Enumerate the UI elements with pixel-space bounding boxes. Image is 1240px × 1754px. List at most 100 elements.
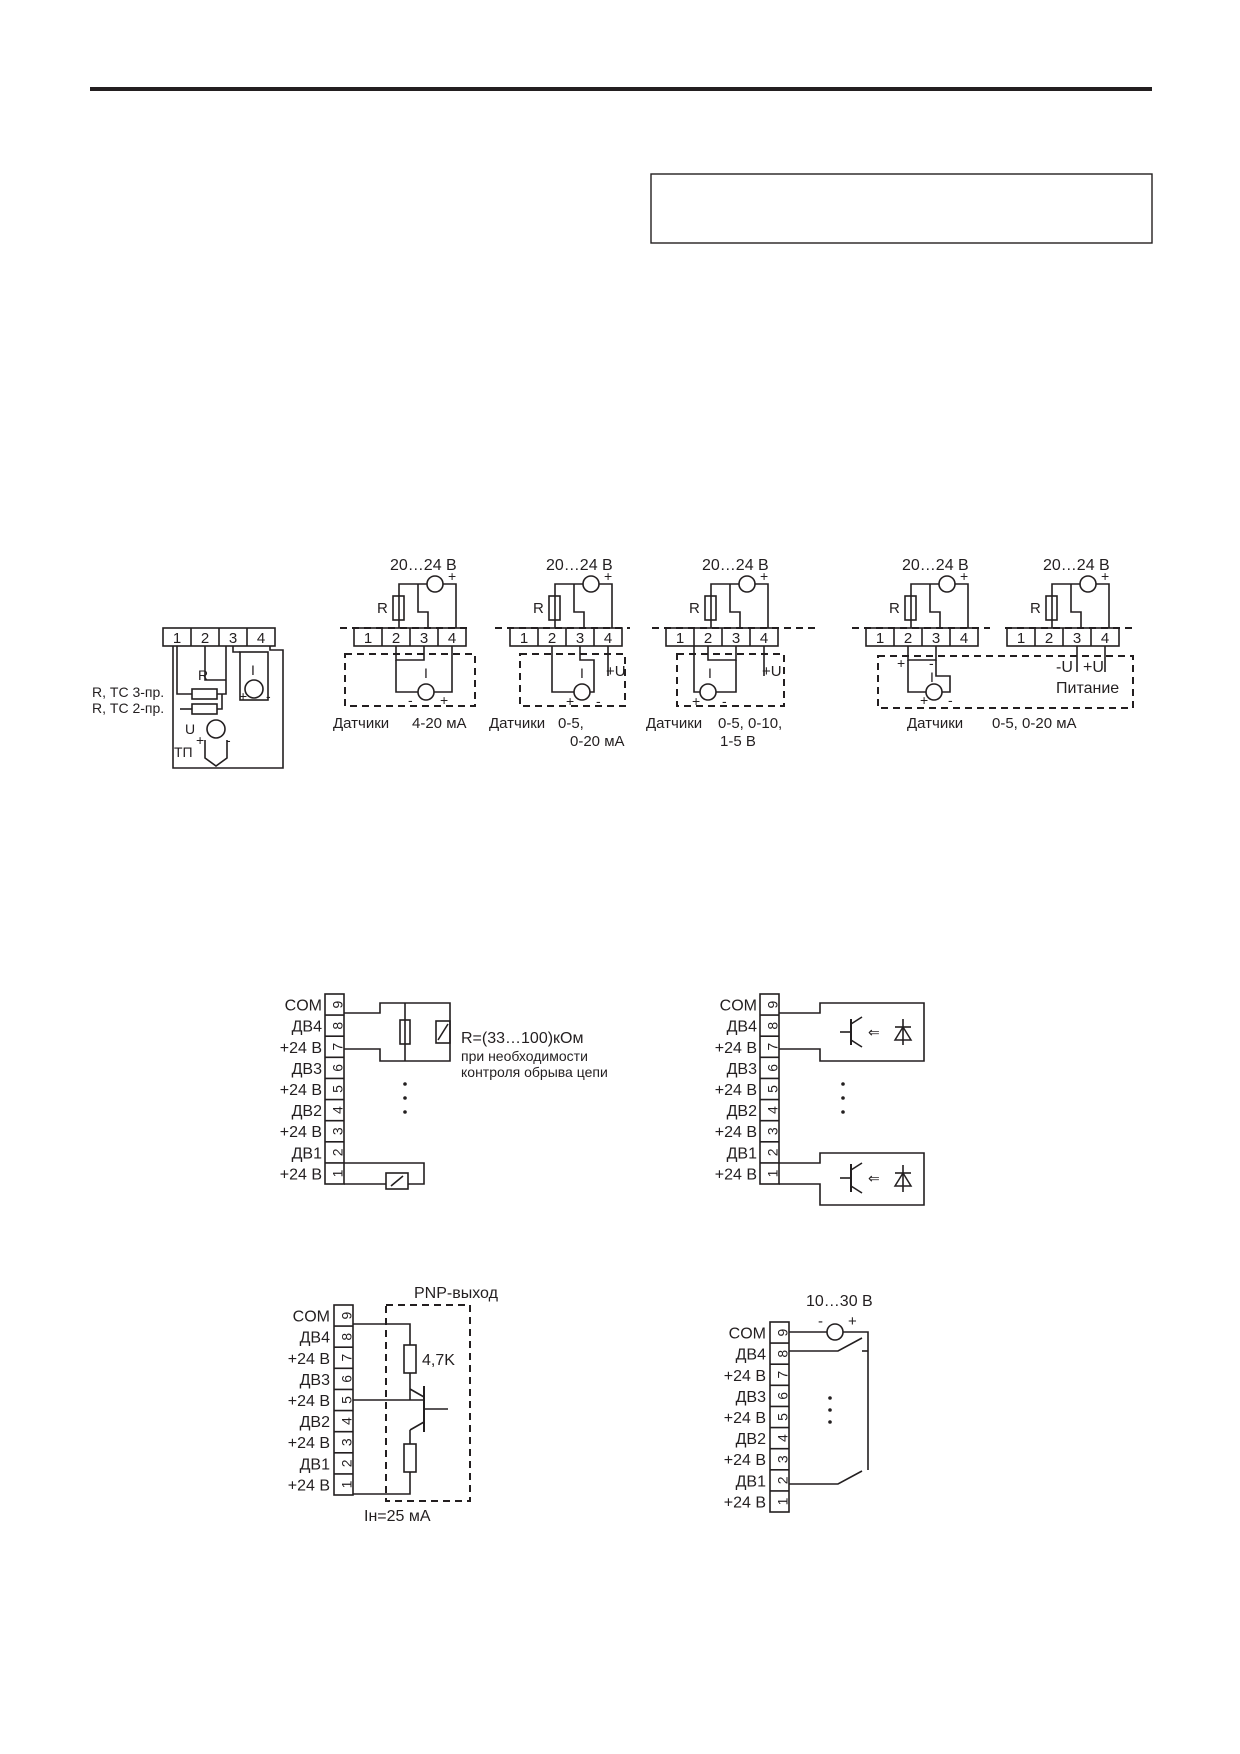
input-terminal-number: 3 xyxy=(775,1455,791,1463)
analog-diagram-rtd-tc: 1 2 3 4 R I + - U + - ТП R, ТС 3-пр. R, … xyxy=(92,627,284,769)
sensor-b-icon xyxy=(573,683,591,701)
svg-text:+: + xyxy=(920,692,928,708)
input-label: +24 В xyxy=(288,1435,330,1452)
rtd-2wire-label: R, ТС 2-пр. xyxy=(92,700,164,716)
svg-text:⇐: ⇐ xyxy=(868,1170,880,1186)
resistor-note-3: контроля обрыва цепи xyxy=(461,1064,608,1080)
svg-text:+: + xyxy=(566,693,574,709)
svg-text:+U: +U xyxy=(1083,659,1104,676)
input-terminal-number: 1 xyxy=(765,1169,781,1177)
input-label: ДВ2 xyxy=(727,1103,758,1120)
svg-text:+: + xyxy=(440,692,448,708)
svg-text:I: I xyxy=(930,669,934,685)
plus-u: + xyxy=(196,732,204,748)
svg-text:+U: +U xyxy=(606,663,626,680)
input-terminal-number: 8 xyxy=(775,1350,791,1358)
svg-text:+: + xyxy=(1101,568,1109,584)
switch-symbol-1 xyxy=(435,1020,451,1044)
input-terminal-number: 1 xyxy=(330,1169,346,1177)
ext-supply-label: 10…30 В xyxy=(806,1293,873,1310)
input-terminal-strip-2 xyxy=(759,993,780,1185)
input-label: +24 В xyxy=(715,1040,757,1057)
input-terminal-number: 9 xyxy=(330,1000,346,1008)
sensor-a-icon xyxy=(417,683,435,701)
svg-text:+: + xyxy=(760,568,768,584)
svg-text:1: 1 xyxy=(520,630,528,647)
input-terminal-number: 5 xyxy=(765,1085,781,1093)
input-terminal-number: 4 xyxy=(339,1417,355,1425)
input-label: ДВ3 xyxy=(727,1061,758,1078)
rtd-resistor-3wire xyxy=(191,688,218,700)
sensor-box-b xyxy=(519,653,626,707)
resistor-b xyxy=(548,595,561,621)
svg-text:4: 4 xyxy=(604,630,612,647)
input-label: ДВ1 xyxy=(727,1145,758,1162)
svg-text:2: 2 xyxy=(1045,630,1053,647)
svg-text:-: - xyxy=(722,693,727,709)
input-terminal-number: 3 xyxy=(330,1127,346,1135)
svg-text:20…24 В: 20…24 В xyxy=(702,557,769,574)
analog-diagram-0-20ma: 20…24 В + R 1 2 3 4 +U I + - Датчики 0-5… xyxy=(489,557,630,750)
current-source-icon xyxy=(244,679,264,699)
tp-label: ТП xyxy=(174,744,193,760)
supply-source-b-icon xyxy=(582,575,600,593)
input-terminal-strip-4 xyxy=(769,1321,790,1513)
input-label: ДВ4 xyxy=(292,1019,323,1036)
terminal-2: 2 xyxy=(201,630,209,647)
input-label: COM xyxy=(729,1326,766,1343)
svg-text:2: 2 xyxy=(904,630,912,647)
svg-text:3: 3 xyxy=(732,630,740,647)
svg-text:3: 3 xyxy=(932,630,940,647)
thermocouple-source-icon xyxy=(206,719,226,739)
input-label: +24 В xyxy=(280,1166,322,1183)
svg-text:1: 1 xyxy=(876,630,884,647)
header-box xyxy=(650,173,1153,244)
svg-text:R: R xyxy=(889,600,900,617)
sensor-box-c xyxy=(676,653,785,707)
i-label: I xyxy=(251,662,255,678)
svg-text:-: - xyxy=(818,1313,823,1330)
input-label: ДВ3 xyxy=(300,1372,331,1389)
input-label: COM xyxy=(720,998,757,1015)
svg-text:4: 4 xyxy=(760,630,768,647)
ext-supply-source-icon xyxy=(826,1323,844,1341)
input-label: ДВ2 xyxy=(736,1431,767,1448)
input-terminal-number: 1 xyxy=(339,1480,355,1488)
resistor-note-2: при необходимости xyxy=(461,1048,588,1064)
svg-text:-: - xyxy=(408,692,413,708)
svg-text:3: 3 xyxy=(576,630,584,647)
rtd-3wire-label: R, ТС 3-пр. xyxy=(92,684,164,700)
sensor-box-a xyxy=(344,653,476,707)
svg-text:I: I xyxy=(424,665,428,681)
svg-text:4: 4 xyxy=(960,630,968,647)
input-label: ДВ1 xyxy=(292,1145,323,1162)
opto-light-icon: ⇐ xyxy=(868,1024,880,1040)
svg-text:1: 1 xyxy=(364,630,372,647)
svg-text:R: R xyxy=(689,600,700,617)
input-label: ДВ4 xyxy=(736,1347,767,1364)
sensor-d-icon xyxy=(925,683,943,701)
input-terminal-number: 8 xyxy=(339,1333,355,1341)
input-label: +24 В xyxy=(288,1393,330,1410)
input-terminal-number: 2 xyxy=(765,1148,781,1156)
svg-text:R: R xyxy=(533,600,544,617)
input-terminal-number: 8 xyxy=(330,1022,346,1030)
input-label: +24 В xyxy=(288,1477,330,1494)
resistor-note-1: R=(33…100)кОм xyxy=(461,1030,584,1047)
input-terminal-number: 9 xyxy=(765,1000,781,1008)
svg-text:20…24 В: 20…24 В xyxy=(1043,557,1110,574)
input-terminal-number: 6 xyxy=(330,1064,346,1072)
svg-text:1: 1 xyxy=(1017,630,1025,647)
svg-text:I: I xyxy=(580,665,584,681)
input-terminal-number: 8 xyxy=(765,1022,781,1030)
svg-text:+: + xyxy=(604,568,612,584)
power-label: Питание xyxy=(1056,680,1119,697)
svg-text:3: 3 xyxy=(1073,630,1081,647)
terminal-1: 1 xyxy=(173,630,181,647)
input-label: +24 В xyxy=(724,1368,766,1385)
analog-diagram-external-power: 20…24 В + R 1 2 3 4 20…24 В + R 1 2 3 4 xyxy=(852,557,1135,732)
